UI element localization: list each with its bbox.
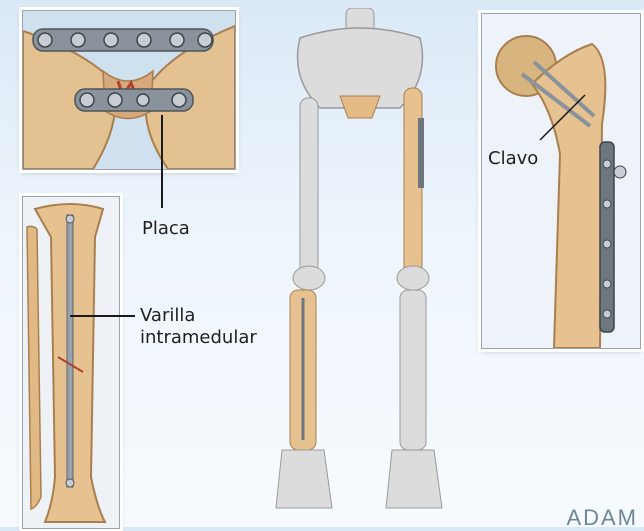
- plate-label: Placa: [142, 218, 190, 239]
- rod-label-line2: intramedular: [140, 327, 257, 348]
- side-plate: [600, 142, 614, 332]
- intramedullary-rod: [67, 215, 73, 487]
- pelvis-plate-illustration: [23, 11, 235, 169]
- tibia-rod-inset: [22, 196, 120, 529]
- femur-nail-illustration: [482, 14, 640, 348]
- femur-nail-inset: [481, 13, 641, 349]
- lower-body-skeleton: [260, 8, 460, 528]
- tibia-rod-illustration: [23, 197, 119, 528]
- adam-logo: ADAM: [566, 505, 638, 531]
- rod-label-line1: Varilla: [140, 305, 195, 326]
- upper-plate: [33, 29, 213, 51]
- pelvis-plate-inset: [22, 10, 236, 170]
- nail-label: Clavo: [488, 148, 538, 169]
